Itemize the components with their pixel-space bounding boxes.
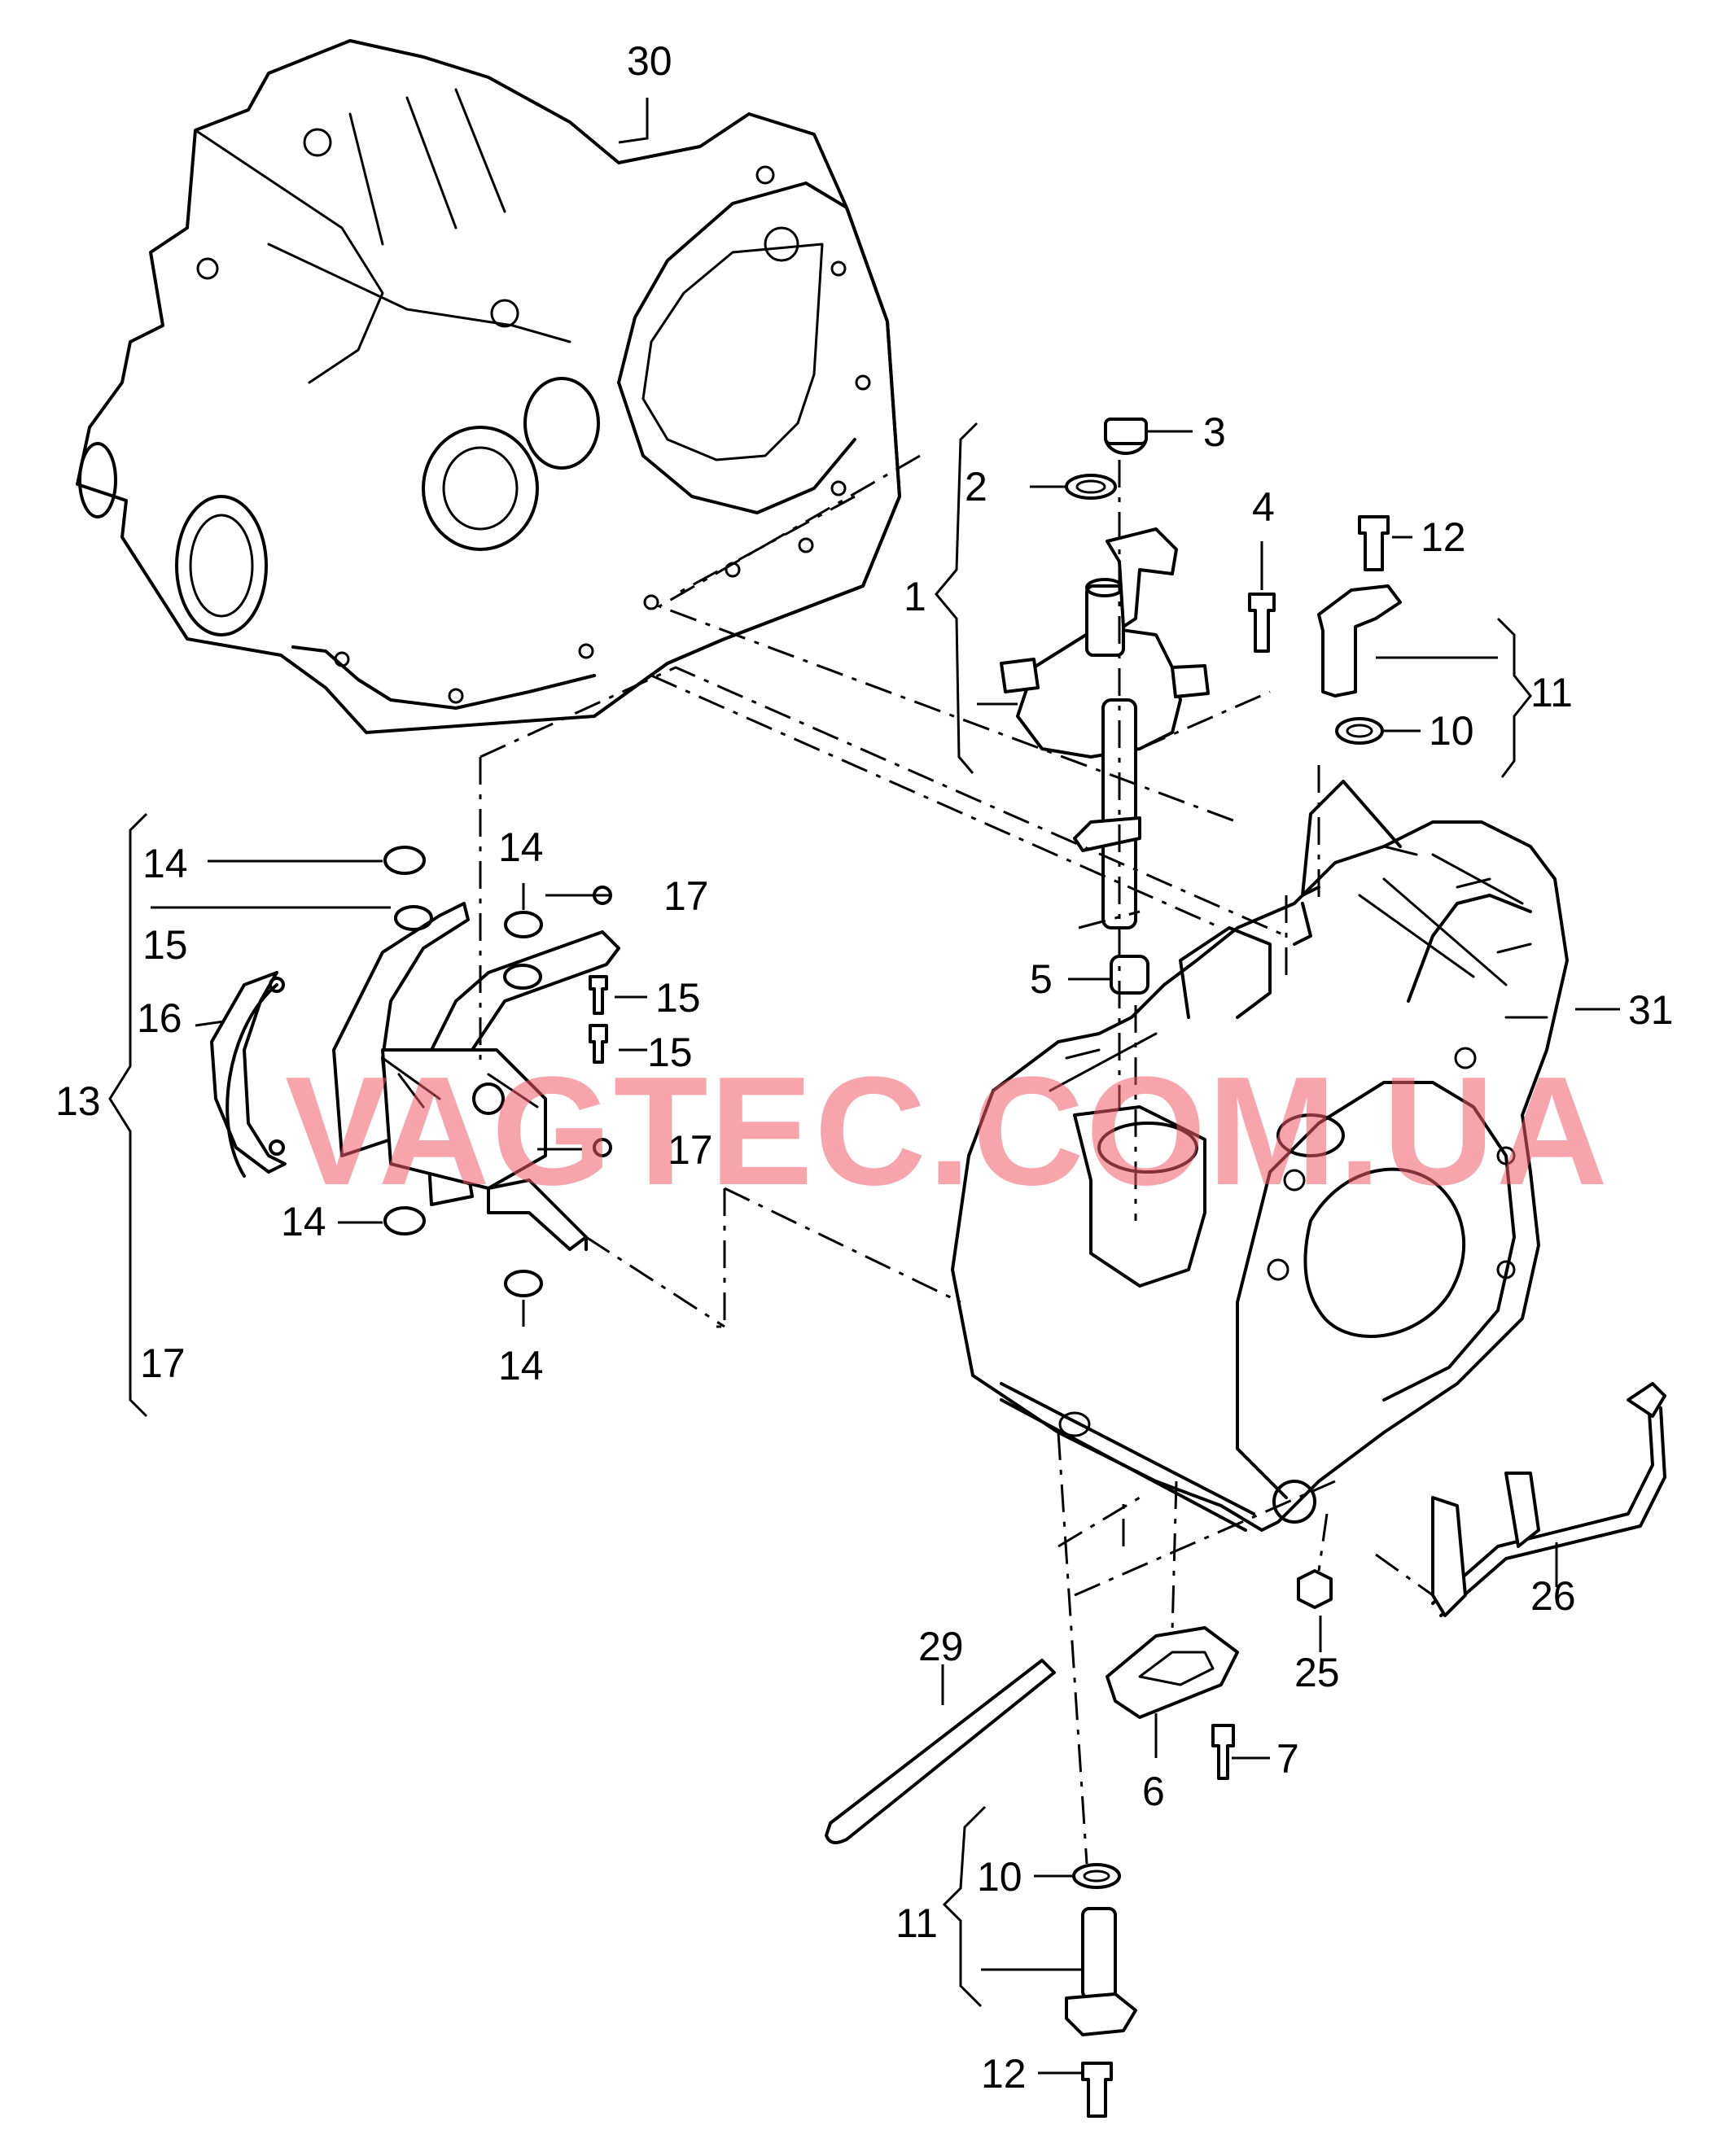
- callout-1: 1: [904, 574, 926, 619]
- callout-13: 13: [55, 1078, 101, 1124]
- callout-labels: 30 3 2 1 4 12 11 10 14 14 17 15 15 15 16…: [55, 38, 1674, 2097]
- callout-30: 30: [627, 38, 672, 84]
- leader-lines: [151, 98, 1620, 2075]
- clutch-housing-drawing: [76, 39, 901, 734]
- callout-15-left: 15: [142, 922, 188, 968]
- callout-17-upper: 17: [663, 873, 709, 919]
- callout-29: 29: [918, 1624, 964, 1669]
- callout-15-lower: 15: [647, 1030, 693, 1075]
- callout-14-upper: 14: [498, 824, 544, 870]
- callout-26: 26: [1530, 1573, 1576, 1619]
- callout-17-middle: 17: [668, 1127, 713, 1173]
- callout-17-left: 17: [140, 1340, 186, 1386]
- callout-16: 16: [137, 995, 182, 1041]
- callout-10-top: 10: [1429, 708, 1474, 754]
- callout-11-top: 11: [1530, 670, 1573, 715]
- callout-4: 4: [1252, 484, 1275, 530]
- small-parts-upper-drawing: [1248, 515, 1402, 745]
- callout-11-bottom: 11: [895, 1900, 938, 1946]
- callout-2: 2: [965, 464, 987, 509]
- callout-31: 31: [1628, 987, 1674, 1033]
- callout-14-lower: 14: [281, 1199, 326, 1244]
- watermark-text: VAGTEC.COM.UA: [285, 1045, 1609, 1218]
- callout-14-left: 14: [142, 841, 188, 886]
- callout-12-top: 12: [1421, 514, 1466, 560]
- small-parts-lower-drawing: [825, 1382, 1666, 1844]
- callout-15-upper: 15: [655, 975, 701, 1021]
- callout-25: 25: [1294, 1650, 1340, 1695]
- gearbox-housing-drawing: [951, 780, 1569, 1532]
- callout-6: 6: [1142, 1769, 1165, 1814]
- callout-7: 7: [1276, 1736, 1299, 1782]
- small-parts-bottom-drawing: [1065, 1863, 1137, 2118]
- assembly-lines: [479, 454, 1434, 1865]
- callout-5: 5: [1030, 956, 1053, 1002]
- callout-14-bottom: 14: [498, 1343, 544, 1388]
- callout-10-bottom: 10: [977, 1854, 1022, 1900]
- bushing-drawing: [1110, 955, 1149, 995]
- shift-lever-assembly-drawing: [210, 846, 620, 1297]
- group-braces: [108, 422, 1532, 2008]
- selector-mechanism-drawing: [1000, 418, 1210, 929]
- callout-12-bottom: 12: [981, 2051, 1027, 2097]
- callout-3: 3: [1203, 409, 1226, 455]
